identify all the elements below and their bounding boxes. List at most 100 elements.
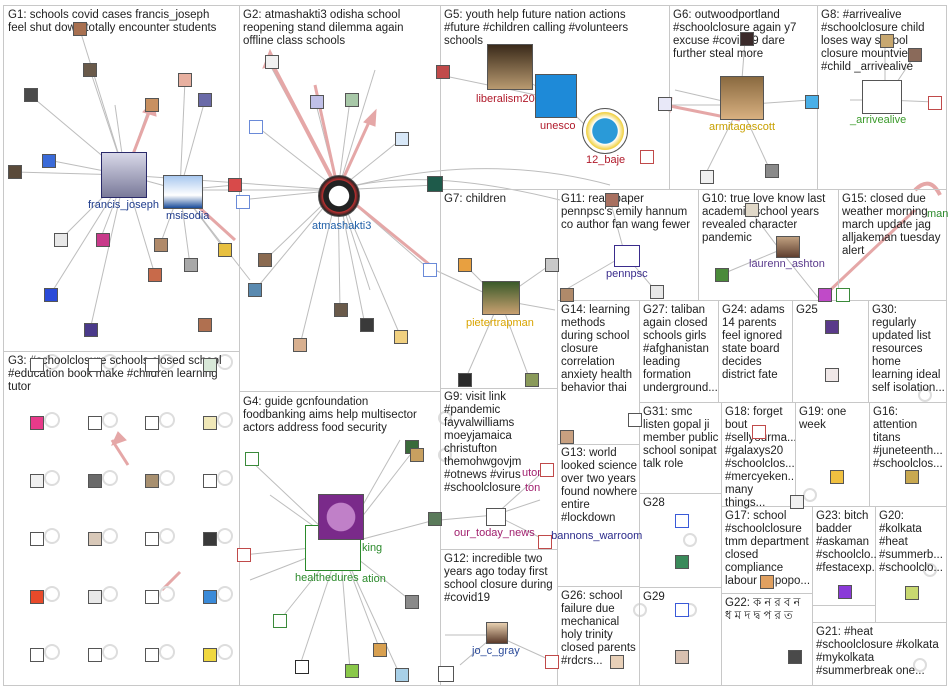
avatar-node[interactable]: [88, 474, 102, 488]
avatar-node[interactable]: [30, 590, 44, 604]
avatar-node[interactable]: [145, 648, 159, 662]
avatar-node[interactable]: [423, 263, 437, 277]
avatar-node[interactable]: [203, 474, 217, 488]
avatar-node[interactable]: [30, 358, 44, 372]
avatar-node[interactable]: [788, 650, 802, 664]
avatar-node[interactable]: [154, 238, 168, 252]
avatar-node[interactable]: [145, 474, 159, 488]
avatar-node[interactable]: [54, 233, 68, 247]
avatar-node[interactable]: [752, 425, 766, 439]
avatar-node[interactable]: [30, 532, 44, 546]
avatar-node[interactable]: [334, 303, 348, 317]
avatar-node[interactable]: [203, 532, 217, 546]
avatar-node[interactable]: [145, 590, 159, 604]
avatar-node[interactable]: [675, 650, 689, 664]
liberalism20-avatar[interactable]: [487, 44, 533, 90]
avatar-node[interactable]: [145, 98, 159, 112]
avatar-node[interactable]: [458, 258, 472, 272]
avatar-node[interactable]: [236, 195, 250, 209]
avatar-node[interactable]: [825, 368, 839, 382]
avatar-node[interactable]: [203, 590, 217, 604]
avatar-node[interactable]: [908, 48, 922, 62]
avatar-node[interactable]: [245, 452, 259, 466]
avatar-node[interactable]: [540, 463, 554, 477]
avatar-node[interactable]: [560, 430, 574, 444]
avatar-node[interactable]: [42, 154, 56, 168]
m-logo[interactable]: [427, 176, 443, 192]
avatar-node[interactable]: [790, 495, 804, 509]
avatar-node[interactable]: [73, 22, 87, 36]
avatar-node[interactable]: [203, 358, 217, 372]
pietertrapman-avatar[interactable]: [482, 281, 520, 315]
avatar-node[interactable]: [88, 532, 102, 546]
avatar-node[interactable]: [178, 73, 192, 87]
avatar-node[interactable]: [928, 96, 942, 110]
avatar-node[interactable]: [545, 258, 559, 272]
avatar-node[interactable]: [88, 358, 102, 372]
avatar-node[interactable]: [145, 416, 159, 430]
avatar-node[interactable]: [830, 470, 844, 484]
avatar-node[interactable]: [345, 664, 359, 678]
avatar-node[interactable]: [610, 655, 624, 669]
avatar-node[interactable]: [360, 318, 374, 332]
avatar-node[interactable]: [310, 95, 324, 109]
avatar-node[interactable]: [525, 373, 539, 387]
avatar-node[interactable]: [273, 614, 287, 628]
avatar-node[interactable]: [218, 243, 232, 257]
avatar-node[interactable]: [658, 97, 672, 111]
avatar-node[interactable]: [198, 93, 212, 107]
avatar-node[interactable]: [83, 63, 97, 77]
avatar-node[interactable]: [395, 668, 409, 682]
avatar-node[interactable]: [765, 164, 779, 178]
avatar-node[interactable]: [88, 416, 102, 430]
avatar-node[interactable]: [8, 165, 22, 179]
avatar-node[interactable]: [265, 55, 279, 69]
avatar-node[interactable]: [410, 448, 424, 462]
avatar-node[interactable]: [628, 413, 642, 427]
avatar-node[interactable]: [905, 470, 919, 484]
avatar-node[interactable]: [203, 416, 217, 430]
avatar-node[interactable]: [428, 512, 442, 526]
avatar-node[interactable]: [88, 590, 102, 604]
avatar-node[interactable]: [24, 88, 38, 102]
avatar-node[interactable]: [675, 603, 689, 617]
avatar-node[interactable]: [293, 338, 307, 352]
avatar-node[interactable]: [650, 285, 664, 299]
avatar-node[interactable]: [345, 93, 359, 107]
avatar-node[interactable]: [805, 95, 819, 109]
avatar-node[interactable]: [44, 288, 58, 302]
avatar-node[interactable]: [237, 548, 251, 562]
one-logo[interactable]: [438, 666, 454, 682]
avatar-node[interactable]: [640, 150, 654, 164]
avatar-node[interactable]: [394, 330, 408, 344]
avatar-node[interactable]: [96, 233, 110, 247]
avatar-node[interactable]: [560, 288, 574, 302]
avatar-node[interactable]: [30, 648, 44, 662]
baje-logo[interactable]: [582, 108, 628, 154]
avatar-node[interactable]: [675, 514, 689, 528]
avatar-node[interactable]: [838, 585, 852, 599]
armitagescott-avatar[interactable]: [720, 76, 764, 120]
avatar-node[interactable]: [760, 575, 774, 589]
avatar-node[interactable]: [700, 170, 714, 184]
avatar-node[interactable]: [880, 34, 894, 48]
avatar-node[interactable]: [184, 258, 198, 272]
avatar-node[interactable]: [538, 535, 552, 549]
pennpsc-logo[interactable]: [614, 245, 640, 267]
atmashakti3-logo[interactable]: [318, 175, 360, 217]
avatar-node[interactable]: [248, 283, 262, 297]
jo-c-gray-avatar[interactable]: [486, 622, 508, 644]
avatar-node[interactable]: [545, 655, 559, 669]
nourish-logo[interactable]: [318, 494, 364, 540]
avatar-node[interactable]: [825, 320, 839, 334]
avatar-node[interactable]: [715, 268, 729, 282]
avatar-node[interactable]: [88, 648, 102, 662]
avatar-node[interactable]: [905, 586, 919, 600]
avatar-node[interactable]: [395, 132, 409, 146]
avatar-node[interactable]: [745, 203, 759, 217]
avatar-node[interactable]: [295, 660, 309, 674]
our-today-news-logo[interactable]: [486, 508, 506, 526]
avatar-node[interactable]: [145, 532, 159, 546]
unesco-logo[interactable]: [535, 74, 577, 118]
avatar-node[interactable]: [30, 416, 44, 430]
